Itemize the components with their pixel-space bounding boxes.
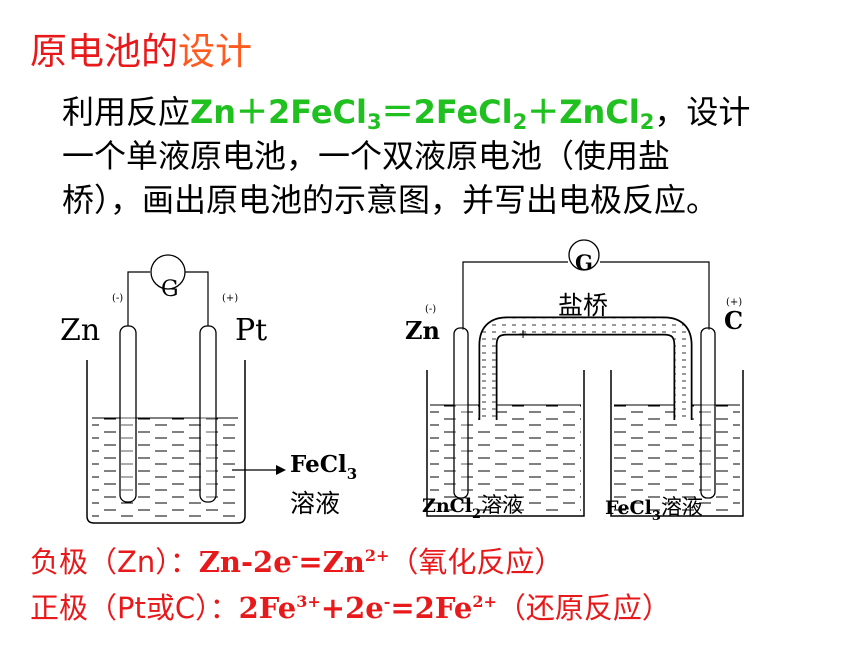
solution-arrow-head — [276, 465, 286, 475]
reaction-sub-c: 2 — [639, 110, 655, 134]
outer-wire-right — [600, 261, 710, 330]
anode-label-2: Zn — [405, 316, 440, 345]
title-part-1: 原电池的 — [30, 30, 178, 73]
single-cell-solution — [92, 418, 238, 518]
salt-bridge-label: 盐桥 — [558, 291, 608, 320]
galvanometer-2 — [568, 239, 600, 271]
wire-right — [185, 271, 209, 326]
problem-line-3: 桥），画出原电池的示意图，并写出电极反应。 — [62, 181, 719, 219]
left-solution-label: ZnCl2溶液 — [422, 493, 523, 522]
anode-label: Zn — [60, 313, 100, 348]
single-cell-beaker — [86, 360, 246, 524]
galvanometer-label: G — [161, 277, 179, 302]
zn-electrode — [119, 325, 137, 503]
zn-electrode-2 — [453, 327, 469, 499]
right-solution — [614, 405, 740, 513]
positive-eq-c: =2Fe — [390, 591, 473, 625]
negative-eq-b-sup: 2+ — [364, 546, 390, 565]
negative-electrode-equation: 负极（Zn）：Zn-2e-=Zn2+（氧化反应） — [30, 544, 563, 580]
problem-lead: 利用反应 — [62, 93, 191, 131]
negative-note: （氧化反应） — [389, 545, 564, 579]
bridge-plus: + — [518, 327, 528, 341]
positive-sign: (+) — [222, 293, 238, 304]
negative-sign-2: (-) — [425, 304, 436, 315]
negative-sign: (-) — [112, 293, 123, 304]
negative-eq-b: =Zn — [298, 545, 365, 579]
reaction-part-b: ＝2FeCl — [381, 93, 513, 131]
problem-line-2: 一个单液原电池，一个双液原电池（使用盐 — [62, 137, 671, 175]
right-beaker — [610, 370, 744, 517]
double-cell-diagram: G 盐桥 + − (-) (+) Zn C ZnCl2溶液 FeCl3溶液 — [405, 239, 744, 524]
positive-eq-c-sup: 2+ — [472, 592, 497, 611]
positive-eq-a-sup: 3+ — [296, 592, 321, 611]
problem-line-1: 利用反应Zn＋2FeCl3＝2FeCl2＋ZnCl2，设计 — [62, 92, 751, 134]
reaction-part-a: Zn＋2FeCl — [190, 93, 367, 131]
positive-eq-a: 2Fe — [238, 591, 297, 625]
cathode-label-2: C — [724, 306, 743, 335]
solution-word: 溶液 — [290, 489, 340, 518]
cathode-label: Pt — [235, 313, 267, 348]
single-cell-diagram: G (-) (+) Zn Pt FeCl3 溶液 — [60, 254, 357, 524]
negative-label: 负极（Zn）： — [30, 545, 199, 579]
slide-title: 原电池的设计 — [30, 30, 252, 74]
positive-sign-2: (+) — [726, 297, 742, 308]
title-part-2: 设计 — [178, 30, 252, 73]
reaction-sub-a: 3 — [367, 110, 382, 134]
wire-left — [127, 271, 150, 326]
negative-eq-a: Zn-2e — [198, 545, 292, 579]
positive-eq-b: +2e — [320, 591, 384, 625]
solution-formula: FeCl3 — [290, 451, 357, 483]
positive-label: 正极（Pt或C）： — [30, 591, 239, 625]
left-beaker — [426, 370, 585, 517]
right-solution-label: FeCl3溶液 — [605, 495, 703, 524]
positive-electrode-equation: 正极（Pt或C）：2Fe3++2e-=2Fe2+（还原反应） — [30, 590, 671, 626]
salt-bridge-filling — [480, 318, 691, 420]
reaction-sub-b: 2 — [512, 110, 528, 134]
c-electrode — [700, 327, 716, 499]
problem-tail: ，设计 — [654, 93, 751, 131]
reaction-part-c: ＋ZnCl — [527, 93, 640, 131]
galvanometer-2-label: G — [575, 250, 593, 275]
bridge-minus: − — [544, 327, 554, 341]
positive-note: （还原反应） — [496, 591, 671, 625]
pt-electrode — [199, 325, 217, 503]
outer-wire-left — [462, 261, 568, 330]
negative-eq-a-sup: - — [291, 546, 299, 565]
galvanometer — [150, 254, 186, 290]
reaction-equation: Zn＋2FeCl3＝2FeCl2＋ZnCl2 — [190, 93, 655, 134]
positive-eq-b-sup: - — [383, 592, 391, 611]
